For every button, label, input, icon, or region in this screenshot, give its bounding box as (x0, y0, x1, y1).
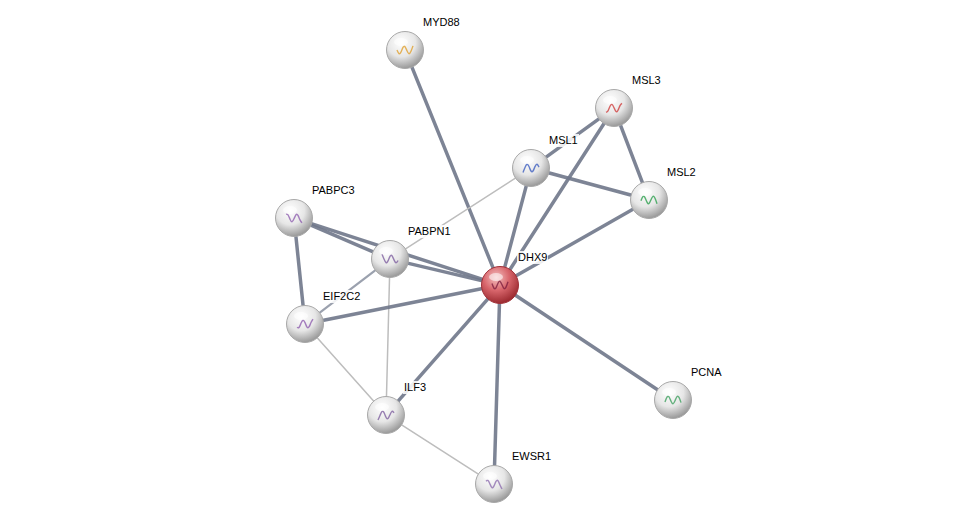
interaction-line (312, 224, 482, 279)
interaction-line (517, 209, 633, 275)
protein-node: ILF3 (366, 395, 406, 435)
node-circle (511, 148, 551, 188)
protein-label: PABPN1 (407, 225, 452, 238)
protein-node: MSL2 (629, 180, 669, 220)
interaction-line (311, 225, 372, 251)
node-circle (474, 464, 514, 504)
interaction-line (621, 126, 642, 182)
node-circle (285, 304, 325, 344)
node-circle (366, 395, 406, 435)
interaction-line (546, 119, 598, 157)
protein-node: PABPC3 (274, 198, 314, 238)
protein-label: DHX9 (517, 251, 548, 264)
node-circle (370, 239, 410, 279)
interaction-line (296, 237, 303, 305)
node-circle (274, 198, 314, 238)
protein-label: MSL3 (631, 74, 662, 87)
protein-node: MSL1 (511, 148, 551, 188)
protein-node: MSL3 (594, 88, 634, 128)
interaction-line (510, 124, 603, 269)
protein-label: PCNA (690, 366, 723, 379)
node-circle (653, 380, 693, 420)
interaction-line (495, 304, 500, 465)
protein-label: MSL2 (666, 166, 697, 179)
protein-node: MYD88 (385, 30, 425, 70)
protein-label: EWSR1 (511, 450, 552, 463)
protein-node: PCNA (653, 380, 693, 420)
interaction-line (408, 263, 481, 280)
interaction-line (318, 338, 374, 401)
protein-node: EWSR1 (474, 464, 514, 504)
interaction-line (402, 425, 478, 474)
protein-label: MYD88 (422, 16, 461, 29)
protein-label: EIF2C2 (322, 290, 361, 303)
protein-label: MSL1 (548, 134, 579, 147)
protein-node: DHX9 (480, 265, 520, 305)
node-circle (594, 88, 634, 128)
protein-label: PABPC3 (311, 184, 356, 197)
node-circle (480, 265, 520, 305)
interaction-line (399, 299, 488, 400)
interaction-line (320, 271, 375, 313)
protein-node: PABPN1 (370, 239, 410, 279)
interaction-line (386, 278, 389, 396)
node-circle (629, 180, 669, 220)
interaction-line (406, 178, 515, 248)
protein-node: EIF2C2 (285, 304, 325, 344)
protein-label: ILF3 (403, 381, 427, 394)
interaction-line (516, 296, 657, 390)
node-circle (385, 30, 425, 70)
